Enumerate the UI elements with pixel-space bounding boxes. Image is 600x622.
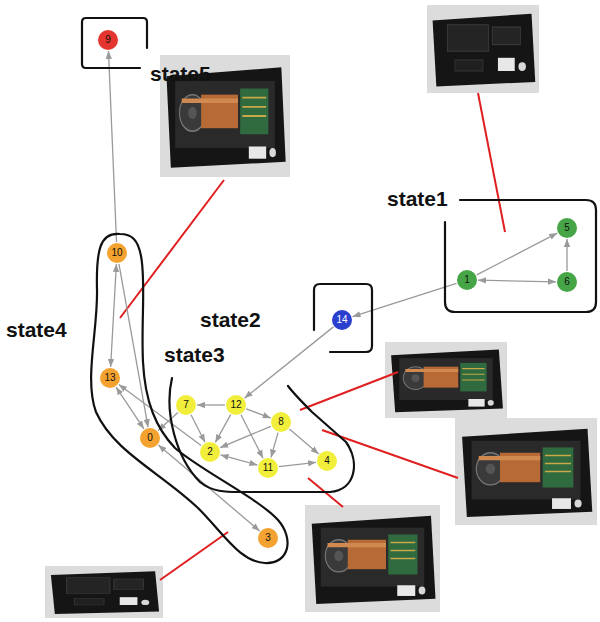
laptop-photo [45, 566, 163, 618]
laptop-photo [455, 418, 597, 525]
transition-arrow [566, 239, 567, 271]
state-circle: 9 [98, 30, 118, 50]
node-number: 6 [564, 276, 570, 288]
node-number: 5 [564, 222, 570, 234]
node-number: 14 [336, 314, 347, 326]
transition-arrow [271, 433, 278, 458]
transition-arrow [279, 462, 316, 466]
node-number: 12 [230, 399, 241, 411]
transition-arrow [108, 51, 116, 242]
transition-arrow [221, 455, 258, 465]
state-label: state2 [200, 308, 261, 332]
leader-line [478, 93, 505, 232]
transition-arrow [477, 233, 557, 275]
state-label: state3 [164, 343, 225, 367]
state-circle: 14 [332, 310, 352, 330]
state-circle: 0 [140, 428, 160, 448]
leader-line [160, 532, 228, 580]
transition-arrow [241, 415, 263, 458]
node-number: 7 [183, 399, 189, 411]
transition-arrow [215, 415, 230, 443]
state-region: state5 9 [80, 16, 245, 90]
state-label: state5 [150, 62, 211, 86]
state-circle: 12 [226, 395, 246, 415]
state-circle: 2 [200, 442, 220, 462]
state-circle: 13 [100, 368, 120, 388]
state-circle: 1 [457, 270, 477, 290]
state-label: state4 [6, 318, 67, 342]
state-label: state1 [387, 187, 448, 211]
state-circle: 4 [317, 451, 337, 471]
node-number: 9 [105, 34, 111, 46]
state-region: state4 10 13 0 3 [4, 230, 296, 568]
node-number: 2 [207, 446, 213, 458]
node-number: 1 [464, 274, 470, 286]
node-number: 4 [324, 455, 330, 467]
laptop-photo [385, 342, 507, 418]
state-circle: 11 [258, 458, 278, 478]
leader-line [322, 430, 458, 478]
transition-arrow [352, 283, 456, 316]
state-circle: 8 [271, 412, 291, 432]
transition-arrow [220, 426, 271, 447]
state-circle: 3 [258, 528, 278, 548]
state-circle: 7 [176, 395, 196, 415]
state-circle: 6 [557, 272, 577, 292]
laptop-photo [305, 505, 440, 612]
laptop-photo [427, 5, 539, 93]
region-outline-path [445, 200, 596, 312]
state-region: state3 7 12 8 2 11 4 [150, 340, 362, 496]
region-outline-path [91, 234, 287, 563]
node-number: 11 [263, 462, 273, 474]
state-region: state1 5 1 6 [384, 184, 598, 316]
transition-arrow [478, 280, 556, 282]
transition-arrow [197, 404, 225, 405]
state-circle: 5 [557, 218, 577, 238]
region-outline [4, 230, 296, 568]
region-outline-path [82, 18, 147, 68]
transition-arrow [246, 409, 270, 418]
node-number: 8 [278, 416, 284, 428]
transition-arrow [111, 264, 117, 367]
node-number: 13 [104, 372, 115, 384]
state-circle: 10 [107, 243, 127, 263]
transition-arrow [191, 415, 205, 442]
node-number: 10 [111, 247, 122, 259]
transition-arrow [119, 385, 201, 446]
leader-line [300, 372, 398, 410]
node-number: 3 [265, 532, 271, 544]
region-outline-path [314, 284, 372, 352]
node-number: 0 [147, 432, 153, 444]
region-outline-path [170, 378, 354, 492]
transition-arrow [289, 429, 318, 454]
leader-line [120, 180, 224, 318]
